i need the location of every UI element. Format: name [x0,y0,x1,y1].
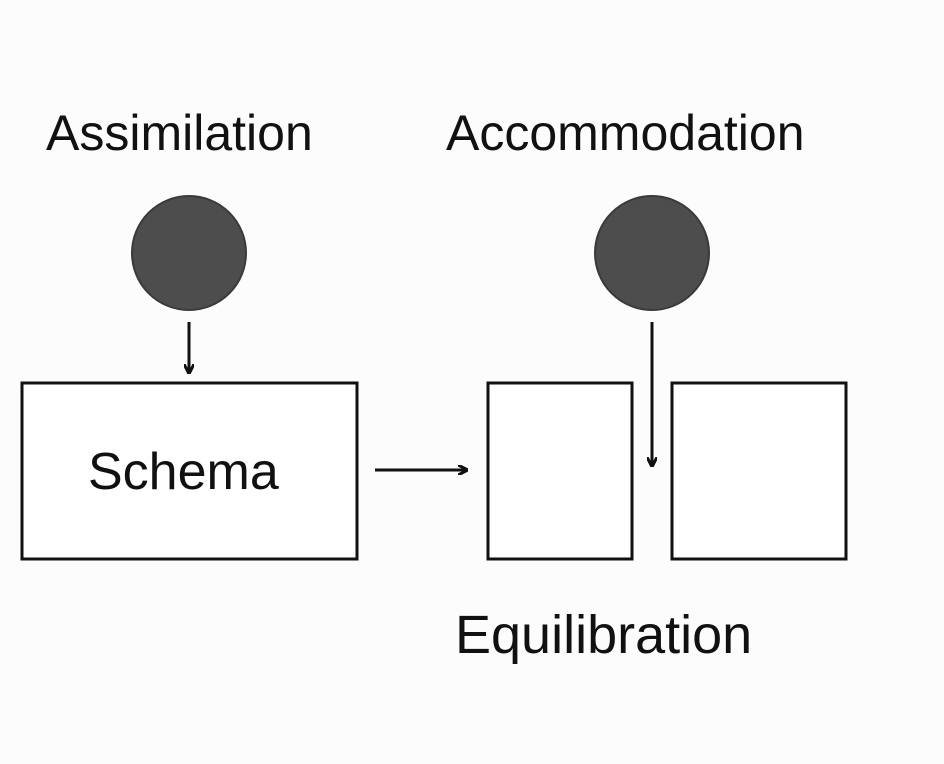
accommodation-circle [594,195,710,311]
schema-label: Schema [88,443,279,501]
equilibration-label: Equilibration [455,605,753,665]
schema-box [20,381,359,561]
equilibration-box-right [670,381,848,561]
accommodation-label: Accommodation [446,105,805,161]
equilibration-box-left [486,381,634,561]
assimilation-label: Assimilation [46,105,313,161]
assimilation-circle [131,195,247,311]
